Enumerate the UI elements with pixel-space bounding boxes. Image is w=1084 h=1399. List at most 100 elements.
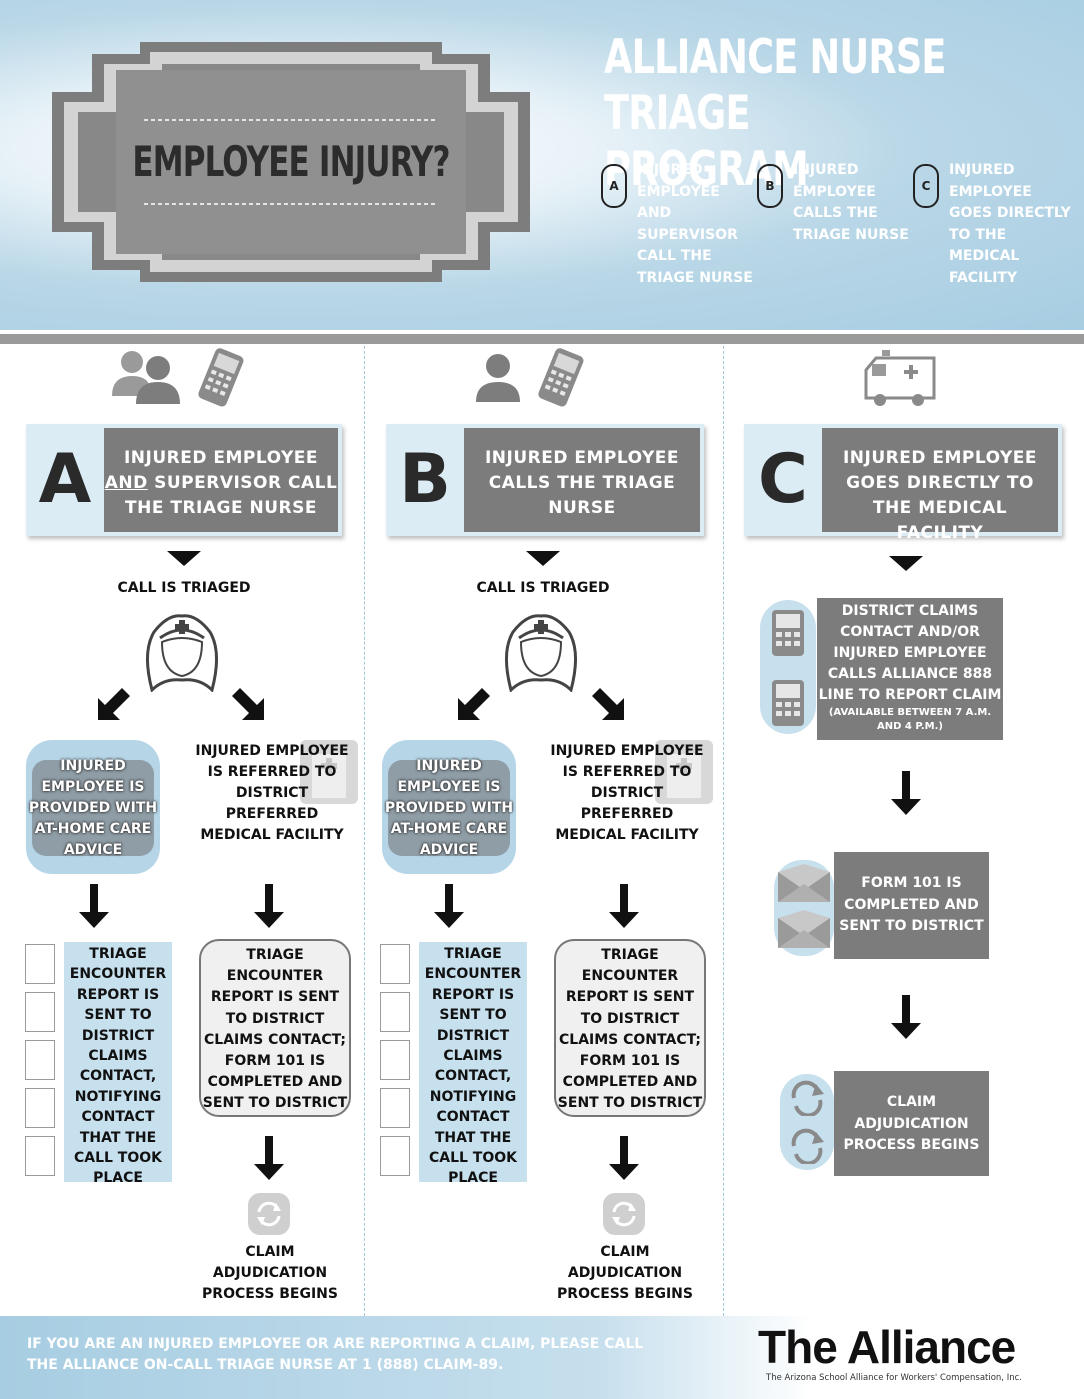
header-divider-white	[0, 330, 1084, 334]
employee-injury-badge	[52, 42, 530, 282]
down-arrow-icon	[891, 995, 921, 1039]
column-divider-1	[364, 346, 365, 1316]
envelope-icon	[778, 864, 830, 902]
footer-banner	[0, 1316, 1084, 1399]
footer-text: IF YOU ARE AN INJURED EMPLOYEE OR ARE RE…	[27, 1336, 644, 1373]
column-divider-2	[723, 346, 724, 1316]
claim-adjudication-a: CLAIM ADJUDICATION PROCESS BEGINS	[202, 1244, 338, 1302]
encounter-report-box-b-right: TRIAGE ENCOUNTER REPORT IS SENT TO DISTR…	[554, 939, 706, 1117]
down-triangle-icon	[526, 551, 560, 566]
option-letter-c: C	[913, 164, 939, 208]
down-triangle-icon	[889, 556, 923, 571]
hospital-icon	[655, 740, 713, 804]
arrow-down-left-icon	[98, 688, 130, 720]
option-a-title-line3: THE TRIAGE NURSE	[125, 498, 317, 518]
down-arrow-icon	[609, 884, 639, 928]
refresh-pair-icon	[780, 1074, 834, 1170]
availability-note: (AVAILABLE BETWEEN 7 A.M. AND 4 P.M.)	[828, 707, 992, 732]
option-a-title-line2: AND SUPERVISOR CALL	[104, 471, 338, 496]
option-b-title: INJURED EMPLOYEE CALLS THE TRIAGE NURSE	[464, 428, 700, 532]
referred-text-a: INJURED EMPLOYEE IS REFERRED TO DISTRICT…	[195, 743, 349, 843]
document-icon	[380, 1040, 410, 1080]
option-a-title-line1: INJURED EMPLOYEE	[123, 448, 318, 468]
nurse-icon	[505, 614, 577, 692]
encounter-report-box-a-right: TRIAGE ENCOUNTER REPORT IS SENT TO DISTR…	[199, 939, 351, 1117]
envelopes-icon	[774, 860, 834, 956]
document-icon	[25, 1040, 55, 1080]
person-icon	[476, 354, 520, 402]
at-home-care-text-a: INJURED EMPLOYEE IS PROVIDED WITH AT-HOM…	[28, 758, 158, 858]
option-c-letter: C	[758, 440, 808, 519]
call-is-triaged-a: CALL IS TRIAGED	[117, 580, 251, 596]
option-a-title-line2-rest: SUPERVISOR CALL	[147, 473, 338, 493]
phone-icon	[772, 680, 804, 726]
option-letter-a: A	[601, 164, 627, 208]
document-icon	[380, 1088, 410, 1128]
district-claims-box: DISTRICT CLAIMS CONTACT AND/OR INJURED E…	[817, 598, 1003, 740]
option-text-a: INJURED EMPLOYEE AND SUPERVISOR CALL THE…	[637, 162, 753, 286]
document-icon	[380, 944, 410, 984]
document-icon	[25, 1136, 55, 1176]
arrow-down-left-icon	[458, 688, 490, 720]
encounter-report-text-a-left: TRIAGE ENCOUNTER REPORT IS SENT TO DISTR…	[69, 946, 167, 1187]
at-home-care-box-a: INJURED EMPLOYEE IS PROVIDED WITH AT-HOM…	[26, 740, 160, 874]
envelope-icon	[778, 910, 830, 948]
option-a-title: INJURED EMPLOYEE AND SUPERVISOR CALL THE…	[104, 428, 338, 532]
form-101-box: FORM 101 IS COMPLETED AND SENT TO DISTRI…	[834, 852, 989, 959]
at-home-care-text-b: INJURED EMPLOYEE IS PROVIDED WITH AT-HOM…	[384, 758, 514, 858]
option-letter-b: B	[757, 164, 783, 208]
encounter-report-box-a-left: TRIAGE ENCOUNTER REPORT IS SENT TO DISTR…	[64, 942, 172, 1186]
refresh-icon	[603, 1193, 645, 1235]
district-claims-text: DISTRICT CLAIMS CONTACT AND/OR INJURED E…	[818, 603, 1002, 703]
encounter-report-box-b-left: TRIAGE ENCOUNTER REPORT IS SENT TO DISTR…	[419, 942, 527, 1186]
phone-icon	[198, 348, 244, 407]
phone-pair-icon	[760, 600, 816, 734]
nurse-icon	[146, 614, 218, 692]
down-arrow-icon	[254, 1136, 284, 1180]
option-a-title-and: AND	[104, 473, 148, 493]
option-text-c: INJURED EMPLOYEE GOES DIRECTLY TO THE ME…	[949, 162, 1071, 286]
option-b-letter: B	[399, 440, 451, 519]
down-arrow-icon	[79, 884, 109, 928]
document-stack-a	[20, 940, 60, 1184]
the-alliance-logo: The Alliance	[758, 1321, 1016, 1373]
refresh-icon	[791, 1128, 824, 1164]
document-stack-b	[375, 940, 415, 1184]
first-aid-kit-icon	[388, 760, 510, 856]
option-b-header: B INJURED EMPLOYEE CALLS THE TRIAGE NURS…	[386, 424, 704, 536]
document-icon	[25, 1088, 55, 1128]
refresh-icon	[248, 1193, 290, 1235]
arrow-down-right-icon	[232, 688, 264, 720]
program-title-line1: ALLIANCE NURSE	[604, 30, 946, 85]
encounter-report-text-b-left: TRIAGE ENCOUNTER REPORT IS SENT TO DISTR…	[424, 946, 522, 1187]
ambulance-icon	[864, 350, 936, 406]
option-c-title: INJURED EMPLOYEE GOES DIRECTLY TO THE ME…	[822, 428, 1058, 543]
option-c-header: C INJURED EMPLOYEE GOES DIRECTLY TO THE …	[744, 424, 1062, 543]
claim-adjudication-c-box: CLAIM ADJUDICATION PROCESS BEGINS	[834, 1071, 989, 1176]
option-text-b: INJURED EMPLOYEE CALLS THE TRIAGE NURSE	[793, 162, 909, 243]
document-icon	[25, 944, 55, 984]
encounter-report-text-b-right: TRIAGE ENCOUNTER REPORT IS SENT TO DISTR…	[557, 947, 703, 1112]
down-arrow-icon	[891, 771, 921, 815]
encounter-report-text-a-right: TRIAGE ENCOUNTER REPORT IS SENT TO DISTR…	[202, 947, 348, 1112]
down-arrow-icon	[434, 884, 464, 928]
badge-title: EMPLOYEE INJURY?	[132, 137, 450, 186]
refresh-icon	[791, 1080, 824, 1116]
hospital-icon	[300, 740, 358, 804]
option-a-letter: A	[38, 440, 92, 519]
at-home-care-box-b: INJURED EMPLOYEE IS PROVIDED WITH AT-HOM…	[382, 740, 516, 874]
down-triangle-icon	[167, 551, 201, 566]
arrow-down-right-icon	[592, 688, 624, 720]
option-a-header: A INJURED EMPLOYEE AND SUPERVISOR CALL T…	[26, 424, 342, 536]
document-icon	[380, 992, 410, 1032]
claim-adjudication-b: CLAIM ADJUDICATION PROCESS BEGINS	[557, 1244, 693, 1302]
document-icon	[25, 992, 55, 1032]
the-alliance-logo-subtitle: The Arizona School Alliance for Workers'…	[766, 1373, 1022, 1383]
down-arrow-icon	[609, 1136, 639, 1180]
header-divider-grey	[0, 334, 1084, 344]
down-arrow-icon	[254, 884, 284, 928]
call-is-triaged-b: CALL IS TRIAGED	[476, 580, 610, 596]
referred-text-b: INJURED EMPLOYEE IS REFERRED TO DISTRICT…	[550, 743, 704, 843]
document-icon	[380, 1136, 410, 1176]
phone-icon	[538, 348, 584, 407]
